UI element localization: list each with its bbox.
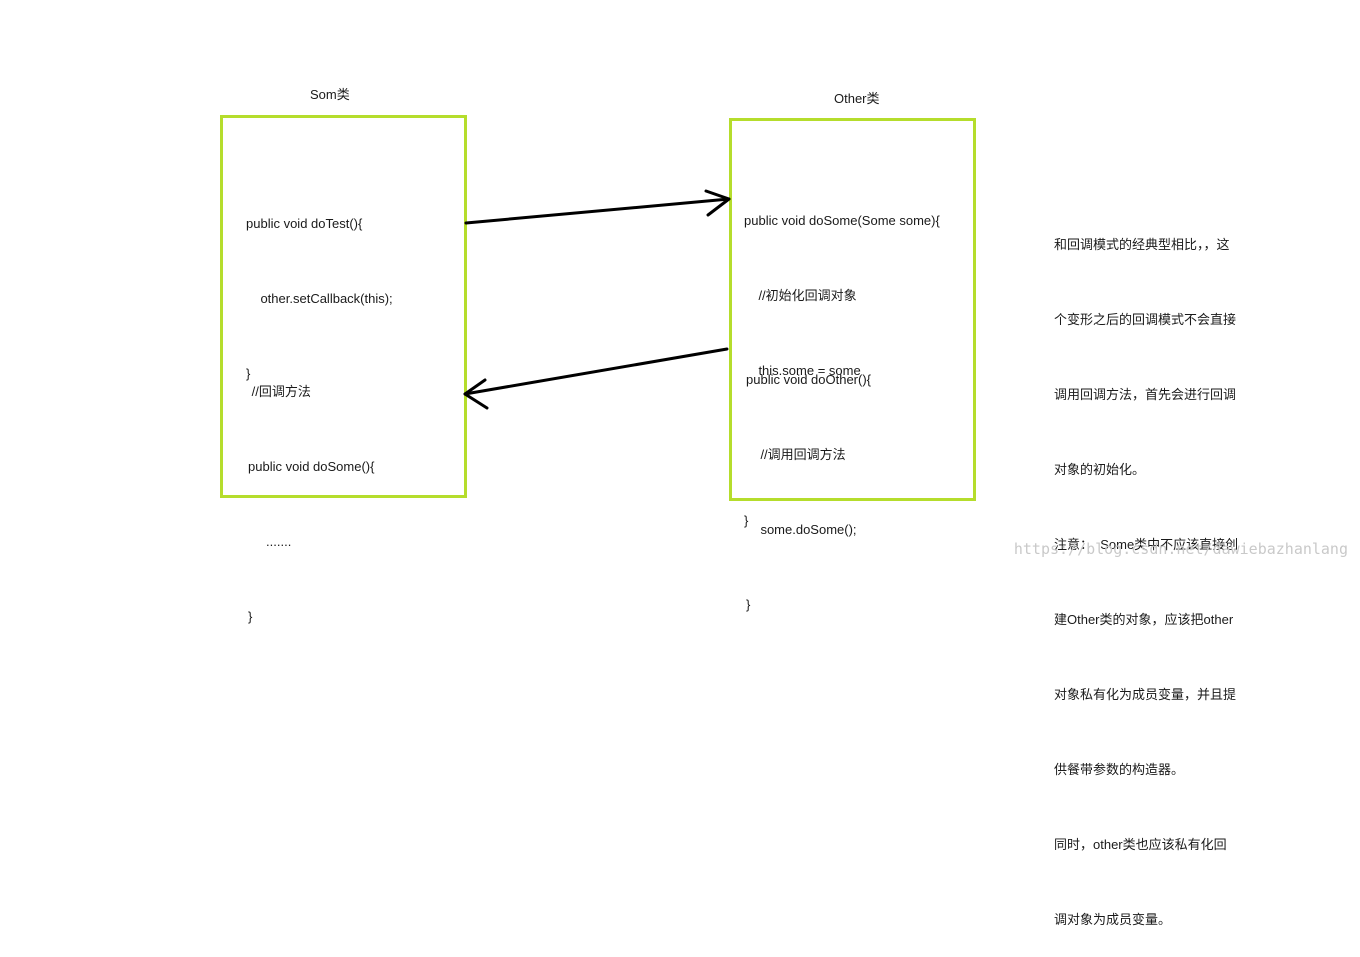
note-line: 供餐带参数的构造器。 bbox=[1054, 762, 1185, 777]
code-line: //初始化回调对象 bbox=[744, 288, 857, 303]
code-line: public void doOther(){ bbox=[746, 372, 872, 387]
note-line: 同时，other类也应该私有化回 bbox=[1054, 837, 1227, 852]
invoke-arrowhead-icon bbox=[463, 378, 489, 410]
code-line: //调用回调方法 bbox=[746, 447, 846, 462]
code-line: } bbox=[248, 609, 253, 624]
code-line: } bbox=[746, 597, 751, 612]
som-class-title: Som类 bbox=[310, 87, 350, 102]
other-dosome-code: public void doSome(Some some){ //初始化回调对象… bbox=[744, 158, 940, 558]
callback-arrowhead-icon bbox=[704, 189, 731, 217]
note-line: 建Other类的对象，应该把other bbox=[1054, 612, 1234, 627]
code-line: } bbox=[744, 513, 749, 528]
som-class-box bbox=[220, 115, 467, 498]
invoke-arrow-line bbox=[463, 347, 729, 396]
code-line: } bbox=[246, 366, 251, 381]
watermark: https://blog.csdn.net/dawiebazhanlang bbox=[1013, 540, 1348, 558]
arrows-layer bbox=[463, 189, 731, 410]
code-line: some.doSome(); bbox=[746, 522, 857, 537]
note-line: 调用回调方法，首先会进行回调 bbox=[1054, 387, 1237, 402]
code-line: this.some = some bbox=[744, 363, 861, 378]
note-line: 和回调模式的经典型相比，，这 bbox=[1054, 237, 1230, 252]
note-line: 对象的初始化。 bbox=[1054, 462, 1146, 477]
other-doother-code: public void doOther(){ //调用回调方法 some.doS… bbox=[746, 317, 871, 642]
note-line: 对象私有化为成员变量，并且提 bbox=[1054, 687, 1237, 702]
code-line: public void doSome(Some some){ bbox=[744, 213, 940, 228]
som-dotest-code: public void doTest(){ other.setCallback(… bbox=[246, 161, 393, 411]
note-line: 调对象为成员变量。 bbox=[1054, 912, 1172, 927]
code-line: //回调方法 bbox=[248, 384, 311, 399]
note-line: 注意： Some类中不应该直接创 bbox=[1054, 537, 1239, 552]
note-line: 个变形之后的回调模式不会直接 bbox=[1054, 312, 1237, 327]
other-class-box bbox=[729, 118, 976, 501]
som-dosome-code: //回调方法 public void doSome(){ ....... } bbox=[248, 329, 374, 654]
callback-arrow-line bbox=[464, 197, 731, 225]
code-line: other.setCallback(this); bbox=[246, 291, 393, 306]
code-line: public void doTest(){ bbox=[246, 216, 363, 231]
code-line: ....... bbox=[248, 534, 292, 549]
code-line: public void doSome(){ bbox=[248, 459, 375, 474]
other-class-title: Other类 bbox=[834, 91, 880, 106]
